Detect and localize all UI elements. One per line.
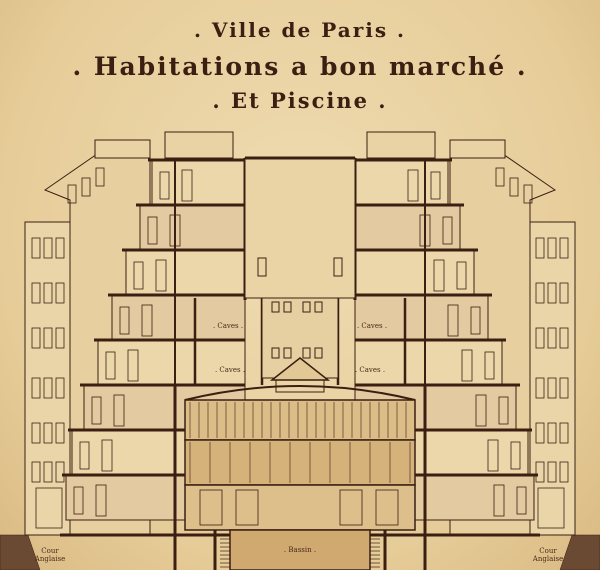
label-cour-anglaise: Cour: [41, 547, 59, 555]
cabin-door: [375, 489, 399, 526]
window: [43, 461, 53, 483]
core-windows: [271, 301, 323, 359]
door: [35, 487, 63, 529]
window: [31, 461, 41, 483]
window: [55, 237, 65, 259]
dormer-window: [67, 184, 77, 204]
building-half: [0, 131, 264, 570]
gallery-lower: [184, 484, 416, 531]
cabin-door: [199, 489, 223, 526]
floor-section: [151, 159, 246, 206]
dormer-window: [81, 177, 91, 197]
window: [73, 486, 84, 515]
floor-section: [111, 294, 246, 341]
window: [105, 351, 116, 380]
window: [31, 282, 41, 304]
label-cour-anglaise: Cour: [539, 547, 557, 555]
window: [31, 237, 41, 259]
window: [43, 282, 53, 304]
window: [43, 327, 53, 349]
roof-terrace: [94, 139, 151, 159]
gallery-middle: [184, 439, 416, 486]
window: [147, 216, 158, 245]
door: [101, 439, 113, 472]
window: [159, 171, 170, 200]
title-habitations: . Habitations a bon marché .: [72, 52, 528, 81]
window: [55, 377, 65, 399]
label-cour-anglaise: Anglaise: [34, 555, 65, 563]
dormer-window: [95, 167, 105, 187]
window: [55, 327, 65, 349]
window: [55, 461, 65, 483]
gallery-upper: [184, 399, 416, 441]
central-core: [184, 156, 416, 570]
window: [43, 377, 53, 399]
label-bassin: . Bassin .: [284, 546, 316, 554]
door: [155, 259, 167, 292]
window: [31, 377, 41, 399]
window: [79, 441, 90, 470]
floor-section: [139, 204, 246, 251]
window: [119, 306, 130, 335]
floor-section: [125, 249, 246, 296]
side-building: [24, 221, 71, 536]
label-caves: . Caves .: [215, 366, 245, 374]
label-cour-anglaise: Anglaise: [532, 555, 563, 563]
label-caves: . Caves .: [357, 322, 387, 330]
window: [31, 327, 41, 349]
window: [55, 422, 65, 444]
door: [95, 484, 107, 517]
cabin-door: [339, 489, 363, 526]
window: [133, 261, 144, 290]
window: [31, 422, 41, 444]
earth-fill: [0, 534, 41, 570]
title-piscine: . Et Piscine .: [212, 88, 388, 113]
label-caves: . Caves .: [355, 366, 385, 374]
door: [113, 394, 125, 427]
roof-terrace: [164, 131, 234, 159]
window: [43, 422, 53, 444]
floor-section: [97, 339, 246, 386]
title-ville-de-paris: . Ville de Paris .: [193, 18, 407, 42]
window: [55, 282, 65, 304]
door: [181, 169, 193, 202]
cabin-door: [235, 489, 259, 526]
label-caves: . Caves .: [213, 322, 243, 330]
door: [141, 304, 153, 337]
door: [127, 349, 139, 382]
window: [91, 396, 102, 425]
pool-basin: [229, 529, 371, 570]
window: [43, 237, 53, 259]
